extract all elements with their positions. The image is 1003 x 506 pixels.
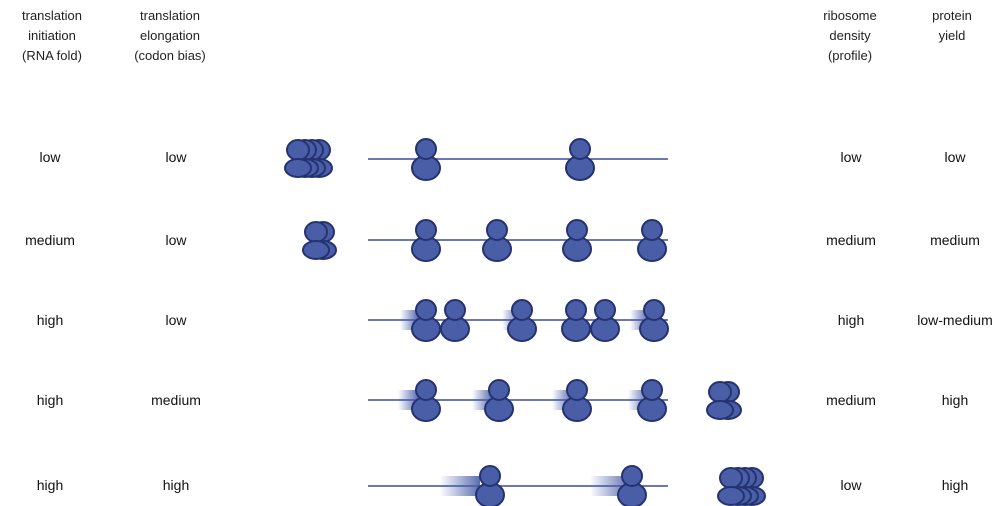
ribosome-icon bbox=[566, 139, 594, 180]
ribosome-icon bbox=[483, 220, 511, 261]
ribosome-icon bbox=[591, 300, 619, 341]
ribosome-icon bbox=[412, 380, 440, 421]
ribosome-icon bbox=[508, 300, 536, 341]
ribosome-icon bbox=[638, 220, 666, 261]
ribosome-icon bbox=[412, 220, 440, 261]
ribosome-icon bbox=[412, 139, 440, 180]
free-ribosome-pool-5 bbox=[718, 468, 765, 505]
ribosome-icon bbox=[638, 380, 666, 421]
ribosome-icon bbox=[640, 300, 668, 341]
motion-blur bbox=[440, 476, 480, 496]
ribosome-icon bbox=[476, 466, 504, 506]
ribosome-icon bbox=[412, 300, 440, 341]
free-ribosome-pool-2 bbox=[303, 222, 336, 259]
ribosome-icon bbox=[618, 466, 646, 506]
ribosome-icon bbox=[441, 300, 469, 341]
ribosome-icon bbox=[563, 380, 591, 421]
ribosome-icon bbox=[485, 380, 513, 421]
ribosome-icon bbox=[563, 220, 591, 261]
free-ribosome-pool-1 bbox=[285, 140, 332, 177]
ribosome-icon bbox=[562, 300, 590, 341]
free-ribosome-pool-4 bbox=[707, 382, 741, 419]
